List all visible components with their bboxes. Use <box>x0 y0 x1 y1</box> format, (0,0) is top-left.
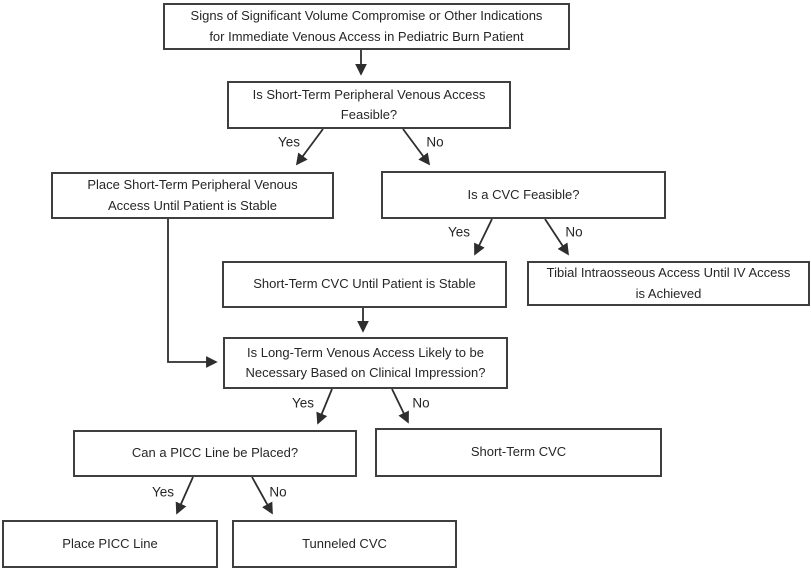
edge-cvc-no <box>544 218 569 256</box>
edge-longterm-no <box>391 388 409 424</box>
edge-peripheral-yes <box>295 128 324 166</box>
edge-label-cvc-no: No <box>565 224 583 240</box>
node-q-long-term-access: Is Long-Term Venous Access Likely to be … <box>223 337 508 389</box>
node-q-cvc-feasible: Is a CVC Feasible? <box>381 171 666 219</box>
edge-label-peripheral-yes: Yes <box>277 134 301 150</box>
edge-longterm-yes <box>316 388 333 425</box>
node-place-peripheral: Place Short-Term Peripheral Venous Acces… <box>51 172 334 219</box>
node-q-picc-line: Can a PICC Line be Placed? <box>73 430 357 477</box>
node-short-term-cvc-stable: Short-Term CVC Until Patient is Stable <box>222 261 507 308</box>
edge-cvc-yes <box>474 218 493 256</box>
edge-peripheral-no <box>402 128 431 166</box>
edge-label-picc-no: No <box>269 484 287 500</box>
node-short-term-cvc: Short-Term CVC <box>375 428 662 477</box>
node-q-peripheral-feasible: Is Short-Term Peripheral Venous Access F… <box>227 81 511 129</box>
edge-picc-yes <box>175 476 194 515</box>
edge-picc-no <box>251 476 273 515</box>
node-start: Signs of Significant Volume Compromise o… <box>163 3 570 50</box>
edge-label-longterm-no: No <box>412 395 430 411</box>
edge-peripheral-to-longterm <box>167 219 218 368</box>
edge-label-picc-yes: Yes <box>151 484 175 500</box>
edge-label-longterm-yes: Yes <box>291 395 315 411</box>
edge-label-peripheral-no: No <box>426 134 444 150</box>
node-tibial-intraosseous: Tibial Intraosseous Access Until IV Acce… <box>527 261 810 306</box>
node-tunneled-cvc: Tunneled CVC <box>232 520 457 568</box>
edge-label-cvc-yes: Yes <box>447 224 471 240</box>
node-place-picc-line: Place PICC Line <box>2 520 218 568</box>
